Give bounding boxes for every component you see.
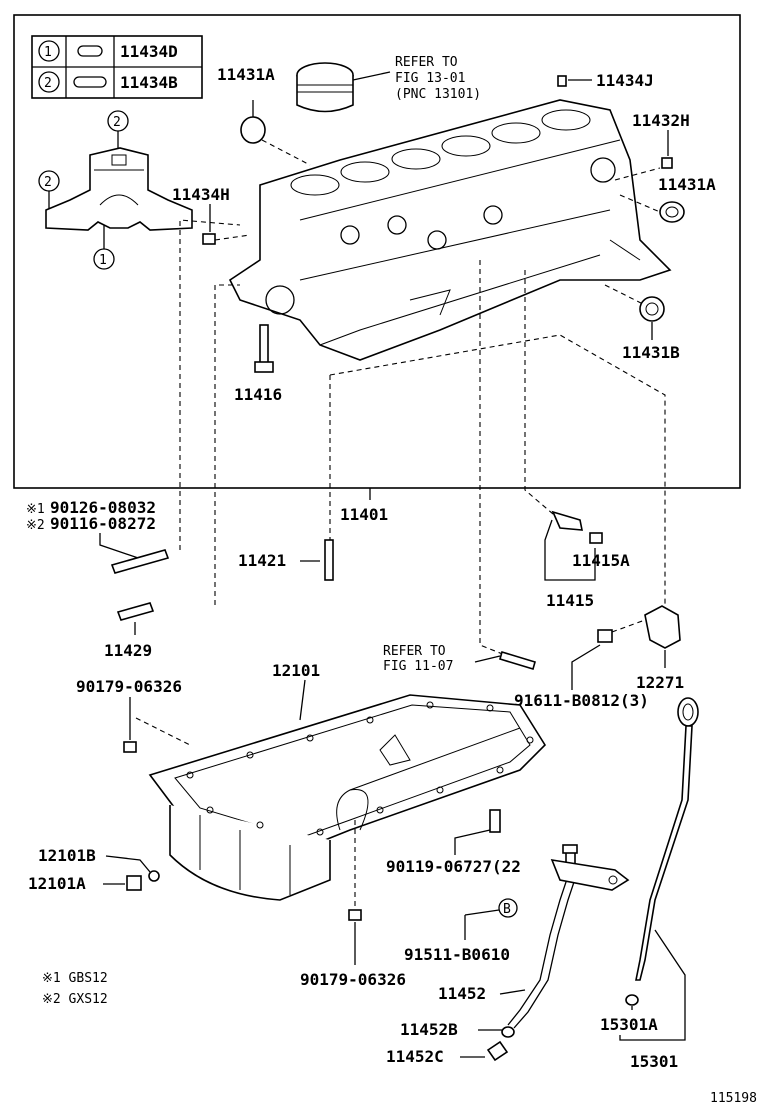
part-12271 <box>644 605 681 649</box>
label-11431b: 11431B <box>622 343 680 362</box>
label-91511: 91511-B0610 <box>404 945 510 964</box>
label-12101b: 12101B <box>38 846 96 865</box>
legend-row2-num: 2 <box>44 76 52 91</box>
mark-1: ※1 <box>26 502 45 517</box>
bolt-91611 <box>597 629 613 643</box>
nut-90179-top <box>123 741 137 753</box>
bearing-legend: 1 11434D 2 11434B <box>31 35 203 99</box>
seal-11431b <box>639 296 665 322</box>
cylinder-block <box>228 99 672 361</box>
label-12101a: 12101A <box>28 874 86 893</box>
pin-11432h <box>661 157 673 169</box>
refer-oil-line1: REFER TO <box>383 644 446 659</box>
label-11434h: 11434H <box>172 185 230 204</box>
footnote-2: ※2 GXS12 <box>42 992 108 1007</box>
figure-id: 115198 <box>710 1091 757 1106</box>
label-11415a: 11415A <box>572 551 630 570</box>
label-90179-bot: 90179-06326 <box>300 970 406 989</box>
refer-piston-line3: (PNC 13101) <box>395 87 481 102</box>
legend-row1-part: 11434D <box>120 42 178 61</box>
block-group-frame <box>13 14 741 489</box>
label-90119: 90119-06727(22 <box>386 857 521 876</box>
label-11432h: 11432H <box>632 111 690 130</box>
refer-piston-line1: REFER TO <box>395 55 458 70</box>
bearing-marker-left: 2 <box>44 175 52 190</box>
piston-reference: REFER TO FIG 13-01 (PNC 13101) <box>296 55 481 113</box>
refer-oil-line2: FIG 11-07 <box>383 659 453 674</box>
label-90126: 90126-08032 <box>50 498 156 517</box>
bearing-marker-bottom: 1 <box>99 253 107 268</box>
oil-pan-12101 <box>148 694 547 901</box>
stud-oil-reference <box>499 650 536 671</box>
bolt-90119 <box>489 809 501 833</box>
label-91611: 91611-B0812(3) <box>514 691 649 710</box>
gasket-11452b <box>501 1026 515 1038</box>
label-11431a-right: 11431A <box>658 175 716 194</box>
stud-11421 <box>324 539 334 581</box>
label-11434j: 11434J <box>596 71 654 90</box>
oring-15301a <box>625 994 639 1006</box>
label-15301: 15301 <box>630 1052 678 1071</box>
mark-2: ※2 <box>26 518 45 533</box>
label-11431a-top: 11431A <box>217 65 275 84</box>
label-12101: 12101 <box>272 661 320 680</box>
label-11452b: 11452B <box>400 1020 458 1039</box>
refer-piston-line2: FIG 13-01 <box>395 71 465 86</box>
label-15301a: 15301A <box>600 1015 658 1034</box>
label-12271: 12271 <box>636 673 684 692</box>
label-11452: 11452 <box>438 984 486 1003</box>
label-11421: 11421 <box>238 551 286 570</box>
label-90179-top: 90179-06326 <box>76 677 182 696</box>
bearing-marker-top: 2 <box>113 115 121 130</box>
label-90116: 90116-08272 <box>50 514 156 533</box>
footnote-1: ※1 GBS12 <box>42 971 108 986</box>
bolt-11416 <box>254 324 274 373</box>
legend-row2-part: 11434B <box>120 73 178 92</box>
plug-11452c <box>486 1040 509 1062</box>
nut-90179-bot <box>348 909 362 921</box>
oil-strainer-11452 <box>507 844 630 1029</box>
pin-11434h <box>202 233 216 245</box>
circle-b-text: B <box>503 902 511 917</box>
label-11415: 11415 <box>546 591 594 610</box>
part-11415 <box>551 510 603 544</box>
plug-12101a <box>126 875 142 891</box>
label-11429: 11429 <box>104 641 152 660</box>
stud-11429 <box>116 602 155 621</box>
label-11416: 11416 <box>234 385 282 404</box>
label-11401: 11401 <box>340 505 388 524</box>
legend-row1-num: 1 <box>44 45 52 60</box>
dipstick-15301 <box>635 697 699 981</box>
pin-11434j <box>557 75 567 87</box>
label-11452c: 11452C <box>386 1047 444 1066</box>
stud-90126 <box>110 549 170 574</box>
plug-11431a-top <box>240 116 266 144</box>
circle-b-marker <box>498 898 518 918</box>
seal-11431a <box>659 201 685 223</box>
bearing-cap-diagram: 2 2 1 <box>38 110 193 270</box>
plug-12101b <box>148 870 160 882</box>
